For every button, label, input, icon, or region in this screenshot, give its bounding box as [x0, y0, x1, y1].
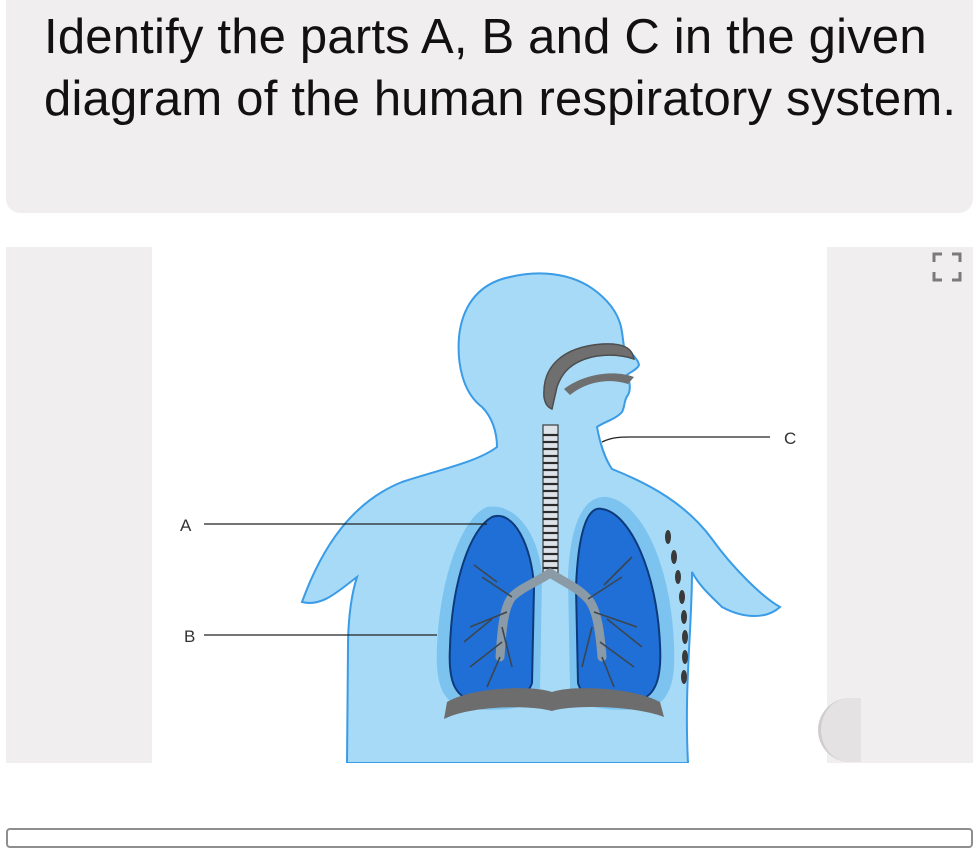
- trachea: [542, 424, 559, 576]
- label-c: C: [784, 429, 796, 448]
- answer-input-box[interactable]: [6, 828, 973, 848]
- nasal-cavity: [543, 343, 635, 411]
- leader-line-c: [601, 436, 770, 443]
- carousel-next-handle[interactable]: [818, 698, 861, 762]
- question-text: Identify the parts A, B and C in the giv…: [44, 10, 957, 126]
- label-b: B: [184, 627, 195, 646]
- ribs: [665, 530, 688, 684]
- oral-arrow: [564, 373, 634, 395]
- leader-lines: [204, 436, 770, 636]
- diaphragm: [444, 688, 664, 719]
- question-card: Identify the parts A, B and C in the giv…: [6, 0, 973, 213]
- respiratory-diagram: A B C: [152, 247, 827, 763]
- image-panel: A B C: [6, 247, 973, 763]
- bronchioles: [463, 556, 643, 688]
- label-a: A: [180, 516, 192, 535]
- expand-corners-icon[interactable]: [930, 250, 964, 284]
